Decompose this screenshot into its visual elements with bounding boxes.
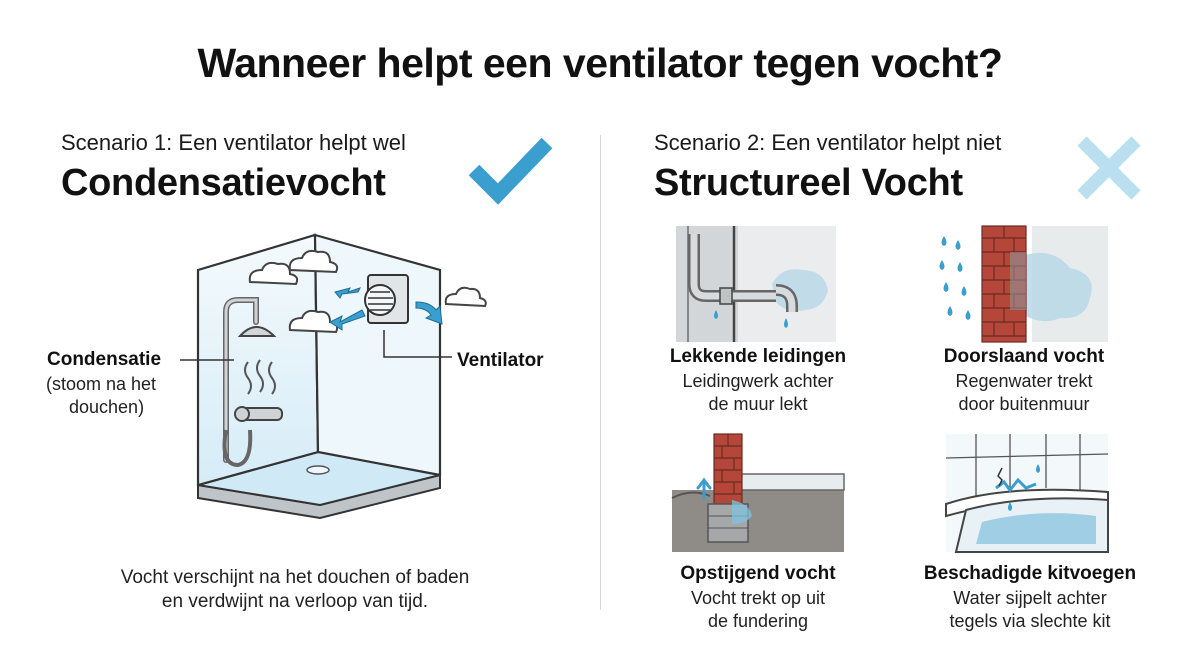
checkmark-icon — [468, 137, 553, 205]
scenario2-title: Structureel Vocht — [654, 162, 963, 204]
card-text-leaking-pipes-1: Leidingwerk achter — [682, 371, 834, 391]
card-text-rising-damp-2: de fundering — [707, 611, 809, 631]
card-text-damaged-sealant-2: tegels via slechte kit — [949, 611, 1111, 631]
card-text-damaged-sealant-1: Water sijpelt achter — [953, 588, 1107, 608]
rising-damp-icon — [671, 433, 845, 552]
card-title-damaged-sealant: Beschadigde kitvoegen — [923, 563, 1137, 584]
rain-wall-icon — [939, 225, 1108, 343]
condensation-note-1: (stoom na het — [46, 374, 157, 394]
card-text-penetrating-damp-1: Regenwater trekt — [955, 371, 1093, 391]
cross-icon — [1077, 136, 1141, 200]
scenario1-label: Scenario 1: Een ventilator helpt wel — [61, 130, 406, 155]
page-title: Wanneer helpt een ventilator tegen vocht… — [197, 40, 1003, 86]
condensation-note-2: douchen) — [69, 397, 145, 417]
scenario1-caption-line-2: en verdwijnt na verloop van tijd. — [161, 591, 429, 612]
card-text-leaking-pipes-2: de muur lekt — [708, 394, 808, 414]
scenario2-label: Scenario 2: Een ventilator helpt niet — [654, 130, 1002, 155]
scenario1-title: Condensatievocht — [61, 162, 386, 204]
scenario1-caption-line-1: Vocht verschijnt na het douchen of baden — [120, 567, 470, 588]
column-divider — [600, 135, 601, 610]
card-text-penetrating-damp-2: door buitenmuur — [958, 394, 1090, 414]
ventilator-label: Ventilator — [457, 350, 544, 371]
card-title-penetrating-damp: Doorslaand vocht — [943, 346, 1105, 367]
damaged-sealant-icon — [945, 434, 1109, 553]
card-title-rising-damp: Opstijgend vocht — [680, 563, 836, 584]
shower-cabin-illustration — [180, 233, 487, 520]
leaking-pipe-icon — [676, 226, 836, 342]
card-text-rising-damp-1: Vocht trekt op uit — [690, 588, 826, 608]
card-title-leaking-pipes: Lekkende leidingen — [669, 346, 847, 367]
condensation-label: Condensatie — [47, 349, 162, 370]
